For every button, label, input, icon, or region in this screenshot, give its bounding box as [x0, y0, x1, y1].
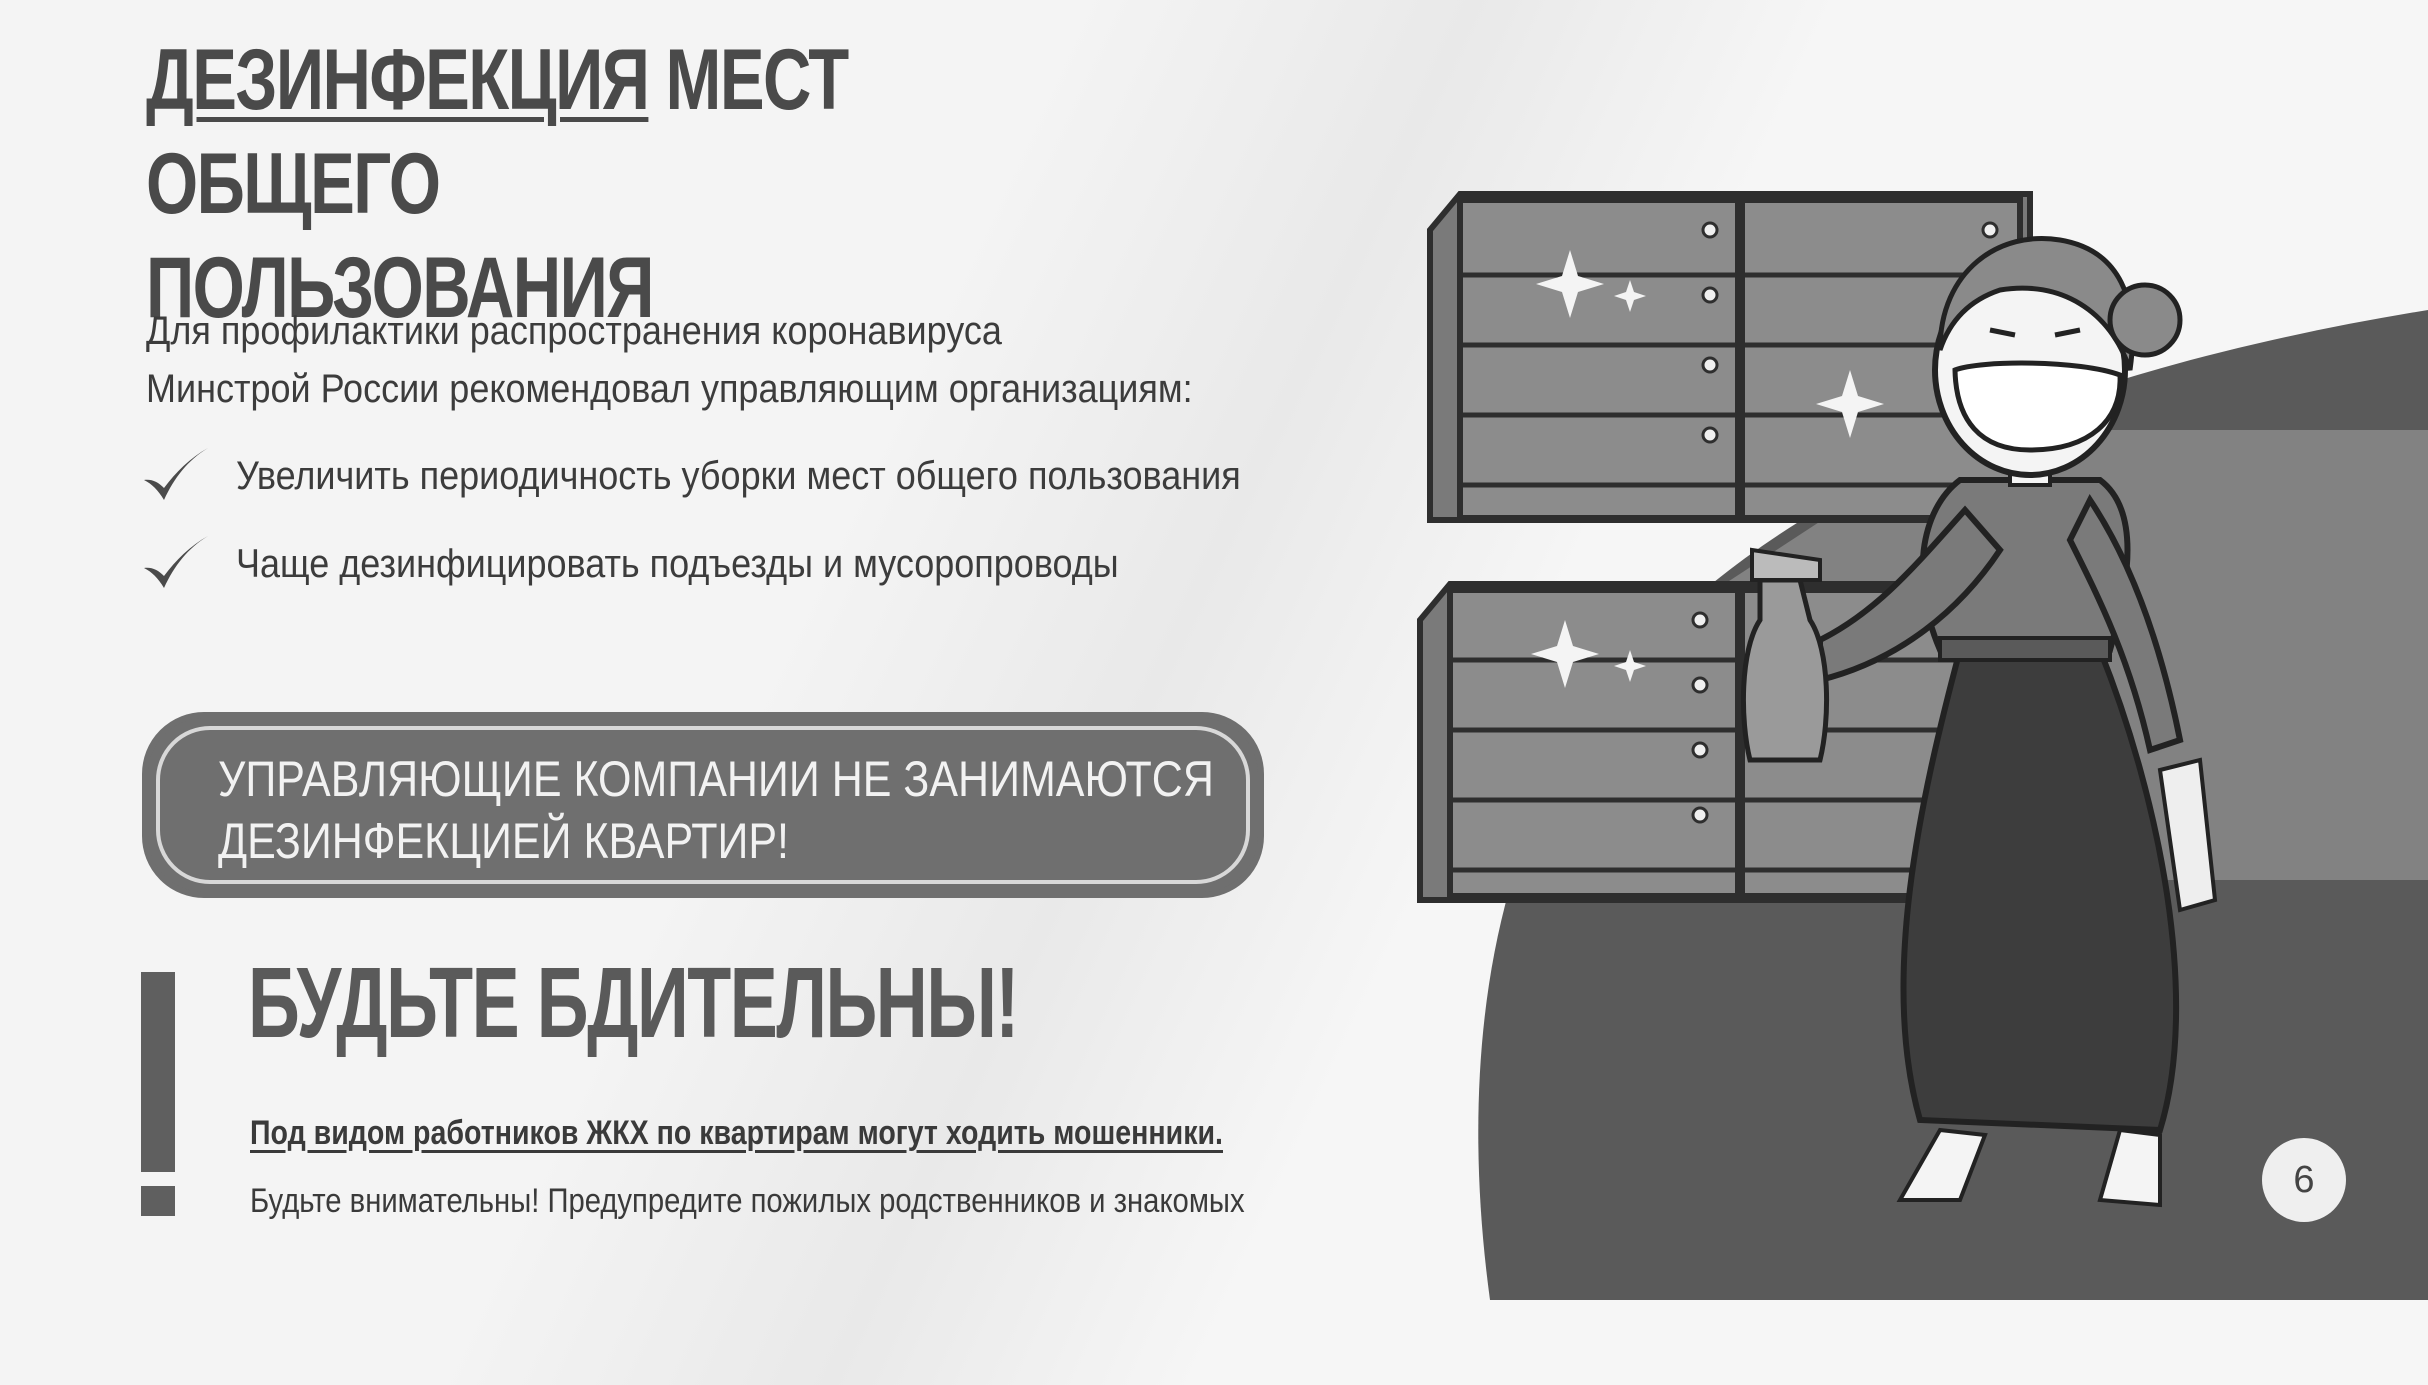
- notice-text: УПРАВЛЯЮЩИЕ КОМПАНИИ НЕ ЗАНИМАЮТСЯ ДЕЗИН…: [218, 748, 1250, 872]
- list-item: Чаще дезинфицировать подъезды и мусоропр…: [140, 528, 1440, 616]
- page-number: 6: [2262, 1138, 2346, 1222]
- exclamation-icon: [141, 972, 175, 1172]
- warning-title: БУДЬТЕ БДИТЕЛЬНЫ!: [248, 947, 1019, 1059]
- mailbox-bottom-icon: [1417, 581, 2043, 903]
- notice-box-border: [156, 726, 1250, 884]
- title-underlined-word: ДЕЗИНФЕКЦИЯ: [146, 32, 650, 128]
- cleaner-illustration: [1417, 191, 2428, 1300]
- list-item: Увеличить периодичность уборки мест обще…: [140, 440, 1440, 528]
- intro-text: Для профилактики распространения коронав…: [146, 302, 1226, 418]
- intro-line-1: Для профилактики распространения коронав…: [146, 309, 1002, 353]
- warning-note: Будьте внимательны! Предупредите пожилых…: [250, 1182, 1245, 1220]
- title-line1-rest: МЕСТ ОБЩЕГО: [146, 32, 849, 232]
- title-line2: ПОЛЬЗОВАНИЯ: [146, 240, 654, 336]
- page-title: ДЕЗИНФЕКЦИЯ МЕСТ ОБЩЕГО ПОЛЬЗОВАНИЯ: [146, 28, 849, 340]
- woman-figure-icon: [1740, 236, 2218, 1208]
- warning-subtitle: Под видом работников ЖКХ по квартирам мо…: [250, 1114, 1223, 1152]
- mailbox-top-icon: [1427, 191, 2033, 523]
- checkmark-icon: [144, 448, 208, 500]
- recommendation-text: Увеличить периодичность уборки мест обще…: [236, 454, 1241, 498]
- exclamation-dot-icon: [141, 1186, 175, 1216]
- recommendation-list: Увеличить периодичность уборки мест обще…: [140, 440, 1440, 616]
- notice-line-2: ДЕЗИНФЕКЦИЕЙ КВАРТИР!: [218, 813, 789, 869]
- notice-line-1: УПРАВЛЯЮЩИЕ КОМПАНИИ НЕ ЗАНИМАЮТСЯ: [218, 751, 1214, 807]
- checkmark-icon: [144, 536, 208, 588]
- recommendation-text: Чаще дезинфицировать подъезды и мусоропр…: [236, 542, 1119, 586]
- intro-line-2: Минстрой России рекомендовал управляющим…: [146, 367, 1193, 411]
- notice-box: УПРАВЛЯЮЩИЕ КОМПАНИИ НЕ ЗАНИМАЮТСЯ ДЕЗИН…: [142, 712, 1264, 898]
